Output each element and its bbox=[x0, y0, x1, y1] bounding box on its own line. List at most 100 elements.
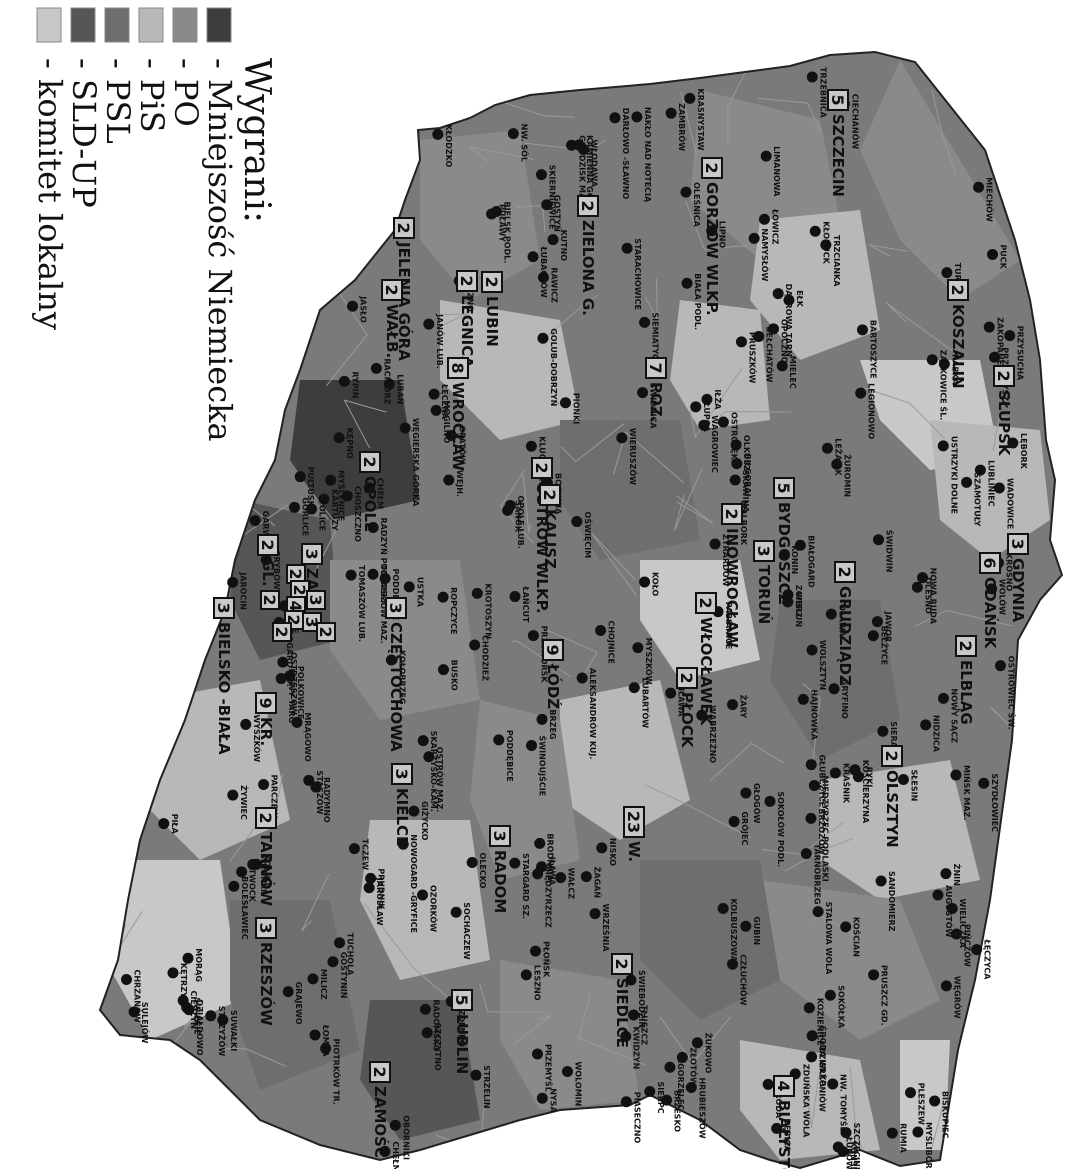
district-border bbox=[499, 100, 575, 118]
town-dot bbox=[294, 471, 306, 483]
town-label: RYPIN bbox=[350, 371, 359, 398]
town-dot bbox=[289, 501, 301, 513]
city-name: PŁOCK bbox=[678, 692, 696, 749]
town-label: LEŻAJSK bbox=[833, 438, 843, 476]
town-label: GORLICE bbox=[301, 497, 310, 536]
town-label: KOLNO bbox=[262, 854, 271, 885]
seat-count: 3 bbox=[302, 548, 321, 559]
town-label: BEŁCHATÓW bbox=[765, 326, 776, 382]
town-dot bbox=[856, 324, 868, 336]
count-box bbox=[645, 357, 667, 379]
count-box bbox=[255, 807, 277, 829]
town-label: KRAŚNIK bbox=[841, 763, 852, 804]
town-label: SIERADZ bbox=[889, 721, 898, 760]
legend-swatch bbox=[138, 7, 164, 43]
town-label: HAJNÓWKA bbox=[809, 689, 820, 740]
town-label: ŻNIN bbox=[952, 864, 962, 886]
seat-count: 3 bbox=[1008, 538, 1027, 549]
town-dot bbox=[347, 300, 359, 312]
town-label: NOWOGARD -GRYFICE bbox=[409, 834, 418, 933]
town-dot bbox=[987, 248, 999, 260]
town-label: EŁK bbox=[795, 290, 804, 308]
region-patch bbox=[860, 60, 1020, 300]
town-dot bbox=[363, 882, 375, 894]
seat-count: 3 bbox=[754, 545, 773, 556]
town-label: ŻUKOWO bbox=[703, 1033, 713, 1074]
district-border bbox=[784, 838, 853, 872]
town-dot bbox=[520, 969, 532, 981]
district-border bbox=[644, 784, 751, 839]
count-box bbox=[753, 540, 775, 562]
town-label: OLEŚNICA bbox=[692, 182, 703, 228]
town-dot bbox=[284, 670, 296, 682]
town-dot bbox=[989, 351, 1001, 363]
town-dot bbox=[450, 906, 462, 918]
town-label: OBORNIKI bbox=[401, 1115, 410, 1160]
town-dot bbox=[345, 569, 357, 581]
town-label: STAROGARD GD. bbox=[285, 613, 294, 687]
town-dot bbox=[809, 225, 821, 237]
town-dot bbox=[282, 986, 294, 998]
town-label: BRZESKO bbox=[673, 1090, 682, 1132]
town-dot bbox=[240, 718, 252, 730]
town-label: WADOWICE bbox=[1005, 478, 1014, 529]
town-dot bbox=[994, 660, 1006, 672]
town-label: JANÓW LUB. bbox=[435, 313, 446, 369]
count-box bbox=[773, 477, 795, 499]
town-label: TUREK bbox=[953, 263, 962, 294]
town-dot bbox=[983, 321, 995, 333]
region-patch bbox=[640, 860, 780, 1020]
town-dot bbox=[829, 767, 841, 779]
town-label: BOLESŁAWIEC bbox=[240, 876, 249, 939]
town-dot bbox=[596, 842, 608, 854]
town-dot bbox=[609, 112, 621, 124]
town-dot bbox=[527, 630, 539, 642]
town-label: PRUSZKÓW bbox=[747, 332, 758, 384]
town-label: SOKOŁÓW PODL. bbox=[776, 791, 787, 867]
town-label: DREZDENKO bbox=[457, 991, 466, 1047]
district-border bbox=[659, 1016, 732, 1064]
town-label: NW. SÓL bbox=[519, 124, 530, 162]
town-dot bbox=[820, 239, 832, 251]
seat-count: 2 bbox=[316, 626, 335, 637]
town-label: MOGILNO bbox=[442, 400, 451, 443]
town-label: BISKUPIEC bbox=[941, 1091, 950, 1139]
town-label: JAROSŁAW bbox=[375, 877, 384, 926]
seat-count: 2 bbox=[532, 462, 551, 473]
town-label: PUCK bbox=[999, 244, 1008, 269]
town-label: OLECKO bbox=[478, 853, 487, 889]
count-box bbox=[257, 534, 279, 556]
town-label: PARCZEW bbox=[270, 775, 279, 819]
town-dot bbox=[383, 378, 395, 390]
town-label: SZYDŁOWIEC bbox=[990, 773, 999, 832]
town-label: NOWY SĄCZ bbox=[949, 688, 958, 743]
town-dot bbox=[978, 777, 990, 789]
town-dot bbox=[258, 779, 270, 791]
town-dot bbox=[644, 1085, 656, 1097]
legend-swatch bbox=[104, 7, 130, 43]
town-label: NOWY TARG bbox=[287, 669, 296, 724]
city-name: GRUDZIĄDZ bbox=[836, 586, 854, 686]
town-label: GŁOGÓW bbox=[752, 783, 763, 824]
town-label: SKIERNIEWICE bbox=[547, 165, 556, 230]
town-label: PODDĘBICE bbox=[391, 568, 400, 620]
legend-swatch bbox=[70, 7, 96, 43]
town-label: MORĄG bbox=[194, 948, 203, 982]
town-label: NAMYSŁÓW bbox=[760, 228, 771, 281]
town-dot bbox=[469, 639, 481, 651]
town-label: ŁAŃCUT bbox=[521, 586, 532, 623]
town-label: CHEŁM bbox=[375, 478, 384, 509]
town-label: ALEKSANDRÓW KUJ. bbox=[588, 668, 599, 759]
city-name: GDAŃSK bbox=[981, 577, 1000, 650]
town-label: PRUDNIK bbox=[377, 868, 386, 910]
town-label: RYKI bbox=[864, 767, 873, 788]
town-label: HRUBIESZÓW bbox=[697, 1077, 708, 1138]
town-dot bbox=[941, 267, 953, 279]
